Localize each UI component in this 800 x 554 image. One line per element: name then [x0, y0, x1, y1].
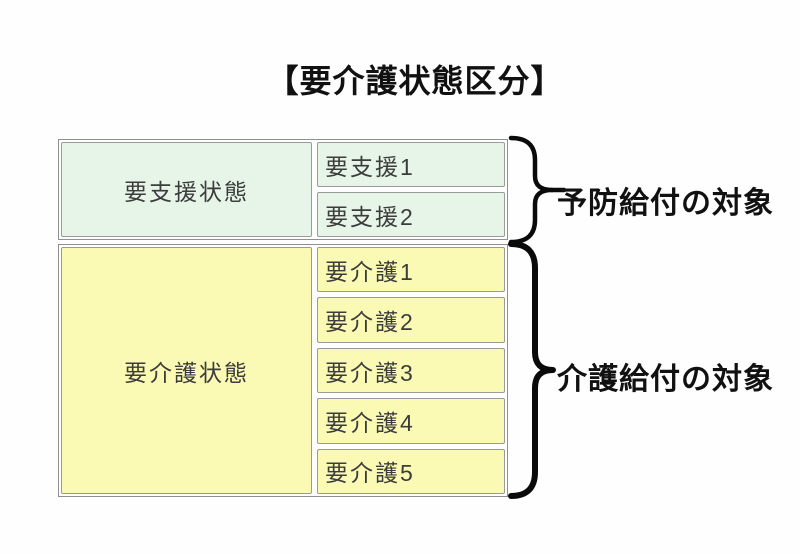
support-level-stack: 要支援1 要支援2 — [317, 142, 505, 237]
care-group: 要介護状態 要介護1 要介護2 要介護3 要介護4 要介護5 — [58, 244, 508, 497]
prevention-benefit-label: 予防給付の対象 — [557, 187, 774, 220]
care-level-2-label: 要介護2 — [325, 309, 415, 336]
support-level-2-cell: 要支援2 — [317, 192, 505, 237]
support-label: 要支援状態 — [124, 178, 249, 205]
care-level-3-label: 要介護3 — [325, 359, 415, 386]
prevention-curly-brace-icon — [508, 135, 567, 245]
care-curly-brace-icon — [508, 241, 556, 499]
support-level-1-cell: 要支援1 — [317, 142, 505, 187]
care-level-1-label: 要介護1 — [325, 258, 415, 285]
support-group: 要支援状態 要支援1 要支援2 — [58, 139, 508, 240]
care-label: 要介護状態 — [124, 359, 249, 386]
care-level-3-cell: 要介護3 — [317, 347, 505, 394]
diagram-title: 【要介護状態区分】 — [266, 63, 564, 99]
care-level-1-cell: 要介護1 — [317, 247, 505, 293]
care-level-4-label: 要介護4 — [325, 409, 415, 436]
care-level-2-cell: 要介護2 — [317, 297, 505, 343]
care-level-stack: 要介護1 要介護2 要介護3 要介護4 要介護5 — [317, 247, 505, 495]
care-benefit-label: 介護給付の対象 — [557, 363, 774, 396]
support-level-1-label: 要支援1 — [325, 153, 415, 180]
support-level-2-label: 要支援2 — [325, 203, 415, 230]
care-level-5-cell: 要介護5 — [317, 448, 505, 495]
care-label-cell: 要介護状態 — [61, 247, 312, 494]
care-level-4-cell: 要介護4 — [317, 398, 505, 444]
support-label-cell: 要支援状態 — [61, 142, 312, 237]
care-level-5-label: 要介護5 — [325, 460, 415, 487]
